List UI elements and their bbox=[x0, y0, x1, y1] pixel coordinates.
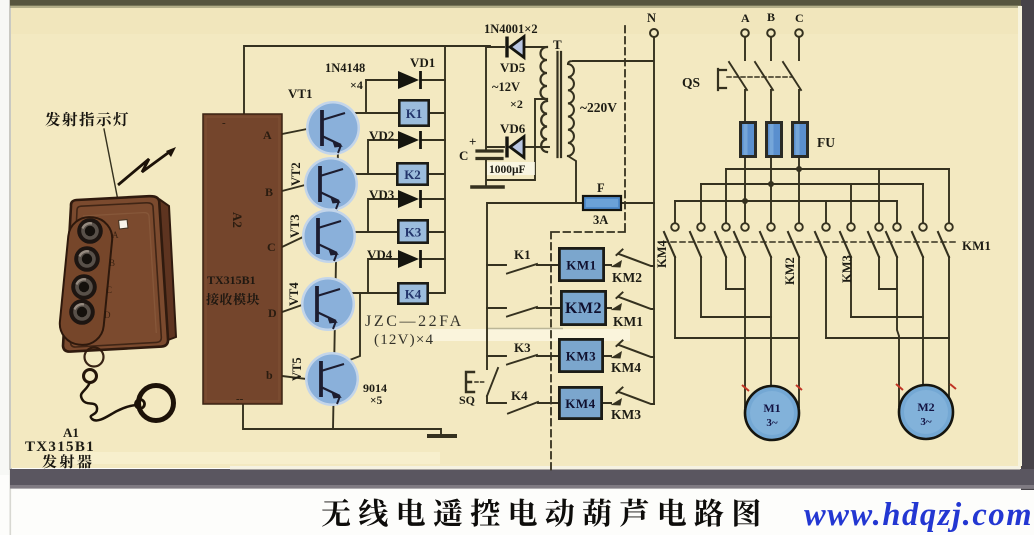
svg-text:VD6: VD6 bbox=[500, 121, 526, 136]
svg-text:~220V: ~220V bbox=[580, 100, 617, 115]
svg-text:(12V)×4: (12V)×4 bbox=[374, 332, 434, 348]
svg-text:KM3: KM3 bbox=[566, 349, 596, 364]
svg-text:VD1: VD1 bbox=[410, 55, 435, 70]
svg-text:M1: M1 bbox=[763, 401, 780, 415]
svg-text:C: C bbox=[267, 240, 276, 254]
svg-text:C: C bbox=[106, 285, 112, 295]
svg-text:1N4148: 1N4148 bbox=[325, 61, 365, 75]
svg-text:B: B bbox=[767, 10, 775, 24]
svg-text:B: B bbox=[265, 185, 273, 199]
svg-text:1000μF: 1000μF bbox=[489, 164, 526, 176]
svg-text:K1: K1 bbox=[406, 106, 423, 121]
svg-text:VD4: VD4 bbox=[367, 247, 393, 262]
svg-text:TX315B1: TX315B1 bbox=[25, 439, 95, 455]
svg-text:K3: K3 bbox=[514, 340, 531, 355]
svg-text:+: + bbox=[469, 134, 476, 149]
svg-text:3~: 3~ bbox=[920, 416, 932, 428]
svg-text:×4: ×4 bbox=[350, 78, 363, 92]
svg-text:--: -- bbox=[236, 393, 244, 405]
svg-text:A2: A2 bbox=[230, 212, 245, 228]
svg-text:VD3: VD3 bbox=[369, 187, 395, 202]
svg-text:KM1: KM1 bbox=[566, 258, 596, 273]
svg-text:VT2: VT2 bbox=[289, 162, 303, 186]
svg-text:KM1: KM1 bbox=[613, 314, 643, 329]
svg-text:K1: K1 bbox=[514, 247, 531, 262]
svg-text:9014: 9014 bbox=[363, 381, 387, 395]
svg-text:A: A bbox=[263, 128, 272, 142]
svg-text:KM3: KM3 bbox=[840, 255, 854, 283]
svg-text:KM4: KM4 bbox=[611, 360, 641, 375]
svg-text:C: C bbox=[459, 148, 468, 163]
svg-text:VD5: VD5 bbox=[500, 60, 526, 75]
svg-text:C: C bbox=[795, 11, 804, 25]
svg-text:VT4: VT4 bbox=[287, 282, 301, 306]
svg-text:TX315B1: TX315B1 bbox=[207, 273, 256, 287]
svg-text:VD2: VD2 bbox=[369, 128, 394, 143]
svg-text:K4: K4 bbox=[511, 388, 528, 403]
svg-text:~12V: ~12V bbox=[492, 80, 520, 94]
svg-text:K2: K2 bbox=[404, 167, 421, 182]
svg-text:×5: ×5 bbox=[370, 395, 383, 407]
svg-text:K4: K4 bbox=[405, 287, 422, 302]
svg-text:A1: A1 bbox=[63, 425, 79, 440]
svg-text:3A: 3A bbox=[593, 213, 608, 227]
svg-text:KM1: KM1 bbox=[962, 238, 991, 253]
svg-text:KM3: KM3 bbox=[611, 407, 641, 422]
svg-text:b: b bbox=[266, 368, 273, 382]
svg-text:VT5: VT5 bbox=[290, 357, 304, 381]
svg-text:K3: K3 bbox=[405, 225, 422, 240]
svg-text:KM2: KM2 bbox=[565, 300, 602, 317]
svg-text:3~: 3~ bbox=[766, 417, 778, 429]
svg-text:KM2: KM2 bbox=[612, 270, 642, 285]
svg-text:VT1: VT1 bbox=[288, 86, 313, 101]
svg-text:www.hdqzj.com: www.hdqzj.com bbox=[804, 497, 1033, 533]
svg-text:×2: ×2 bbox=[510, 97, 523, 111]
svg-text:KM4: KM4 bbox=[565, 396, 595, 411]
svg-text:N: N bbox=[647, 11, 656, 25]
svg-text:KM2: KM2 bbox=[783, 257, 797, 285]
svg-text:1N4001×2: 1N4001×2 bbox=[484, 22, 538, 36]
svg-text:SQ: SQ bbox=[459, 393, 475, 407]
svg-text:F: F bbox=[597, 181, 605, 195]
svg-text:VT3: VT3 bbox=[288, 214, 302, 238]
svg-text:KM4: KM4 bbox=[655, 239, 669, 268]
svg-text:A: A bbox=[741, 11, 750, 25]
svg-text:M2: M2 bbox=[917, 400, 934, 414]
svg-text:QS: QS bbox=[682, 75, 700, 90]
svg-text:A: A bbox=[112, 230, 119, 240]
svg-text:T: T bbox=[553, 37, 562, 52]
svg-text:D: D bbox=[268, 306, 277, 320]
svg-text:-: - bbox=[222, 117, 226, 129]
svg-text:FU: FU bbox=[817, 135, 835, 150]
svg-text:D: D bbox=[104, 310, 111, 320]
svg-text:JZC—22FA: JZC—22FA bbox=[365, 313, 464, 330]
svg-text:B: B bbox=[109, 258, 115, 268]
